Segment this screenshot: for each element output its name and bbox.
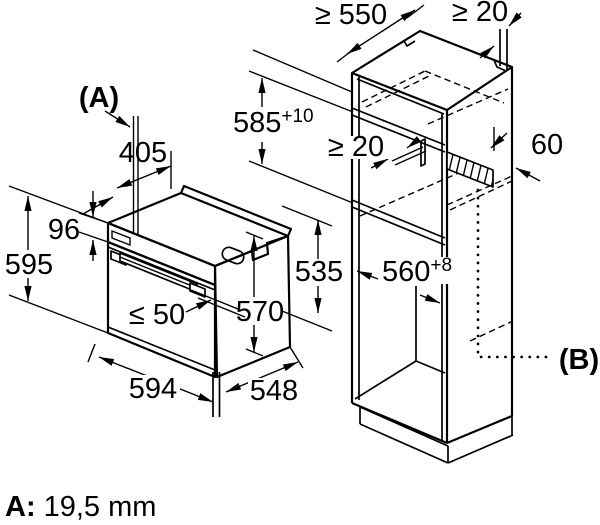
oven-handle	[110, 250, 206, 298]
dim-20top-arrow	[479, 45, 495, 59]
dim-a-arrow	[82, 196, 114, 215]
dim-panel-height-label: 96	[48, 214, 80, 246]
dim-594-tick	[87, 343, 96, 363]
dim-535-extension	[281, 310, 333, 332]
oven-display	[111, 229, 131, 247]
oven-side-grip-recess	[221, 246, 245, 265]
dimension-labels: (A) 405 ≥ 550 ≥ 20 585+10 ≥ 20 60 96 595…	[5, 0, 599, 523]
dim-550-line	[346, 9, 416, 55]
dim-595-extension	[8, 294, 109, 334]
cabinet-interior-floor-edge	[354, 360, 417, 400]
oven-door-glass-edge	[107, 246, 216, 291]
cabinet-back-notch-left	[403, 40, 416, 47]
oven-door-bottom-edge	[107, 326, 216, 371]
dim-50-extension	[190, 289, 239, 310]
dim-oven-body-depth-label: 548	[250, 375, 298, 407]
dimension-lines	[8, 4, 541, 417]
dim-570-tick	[245, 348, 264, 357]
dim-rear-gap-label: ≥ 20	[328, 131, 384, 163]
dim-handle-protrusion-label: ≤ 50	[129, 299, 185, 331]
dim-20mid-arrow	[370, 158, 389, 170]
oven-top-face	[106, 191, 290, 268]
dim-front-edge-height-label: 535	[295, 256, 343, 288]
label-halo	[326, 136, 388, 159]
dim-60-arrow	[490, 132, 508, 149]
cabinet-drawing	[350, 29, 550, 464]
cabinet-top-shelf	[351, 107, 446, 146]
label-halo	[126, 375, 180, 401]
dim-20mid-arrow	[406, 136, 422, 149]
dim-20mid-extension	[391, 146, 424, 162]
dim-570-tick	[245, 231, 264, 240]
footnote: A:19,5 mm	[5, 491, 156, 523]
dim-niche-height-label: 585+10	[233, 106, 314, 139]
cabinet-top-shelf	[351, 114, 446, 153]
dim-oven-top-recess-label: 405	[119, 137, 167, 169]
dim-548-extension	[289, 346, 304, 369]
cabinet-back-notch-right	[493, 59, 507, 72]
oven-drawing	[106, 184, 293, 379]
dim-405-line	[116, 165, 172, 189]
cabinet-niche-floor	[351, 199, 446, 239]
cabinet-rear-spacer	[420, 138, 426, 167]
dim-60-arrow	[515, 167, 541, 182]
dim-560-line	[419, 294, 441, 304]
oven-rear-trim	[179, 184, 293, 237]
label-halo	[248, 378, 300, 404]
cabinet-plinth	[359, 406, 514, 464]
dim-20top-arrow	[508, 12, 522, 27]
cabinet-niche-floor	[351, 206, 446, 246]
vent-reference-leader	[476, 188, 550, 359]
oven-door	[106, 240, 217, 379]
cabinet-bottom-side-edge	[446, 414, 513, 445]
cabinet-hidden-edge	[449, 180, 513, 211]
cabinet-top-inner-edge	[356, 78, 445, 115]
dim-560-line	[356, 270, 379, 280]
cabinet-hidden-edge	[469, 320, 514, 342]
dim-oven-width-label: 594	[129, 373, 177, 405]
dim-548-line	[225, 361, 299, 393]
dim-niche-width-label: 560+8	[382, 255, 452, 288]
cabinet-hidden-edge	[446, 175, 513, 206]
cabinet-hidden-edge	[361, 70, 426, 103]
dim-595-extension	[8, 185, 109, 224]
dim-585-extension	[248, 70, 354, 113]
dim-535-extension	[281, 205, 333, 227]
ref-b-label: (B)	[559, 344, 599, 376]
ref-a-label: (A)	[79, 82, 119, 114]
cabinet-hidden-edge	[424, 70, 505, 104]
dim-vent-height-label: 60	[531, 129, 563, 161]
vent-cutout	[446, 151, 494, 188]
dim-20mid-extension	[394, 150, 427, 166]
dim-oven-height-label: 595	[5, 249, 53, 281]
dim-550-tick	[406, 4, 425, 19]
dim-a-arrow	[104, 110, 131, 128]
label-halo	[380, 257, 457, 284]
dim-50-arrow	[185, 299, 212, 313]
dim-550-extension	[252, 49, 353, 93]
dim-oven-depth-door-label: 570	[236, 296, 284, 328]
dim-585-extension	[248, 160, 354, 204]
dim-cabinet-depth-label: ≥ 550	[315, 0, 387, 31]
dim-top-rear-gap-label: ≥ 20	[452, 0, 508, 28]
cabinet-hidden-edge	[359, 167, 471, 217]
dim-96-extension	[78, 231, 109, 243]
cabinet-interior-floor-edge	[415, 360, 446, 374]
